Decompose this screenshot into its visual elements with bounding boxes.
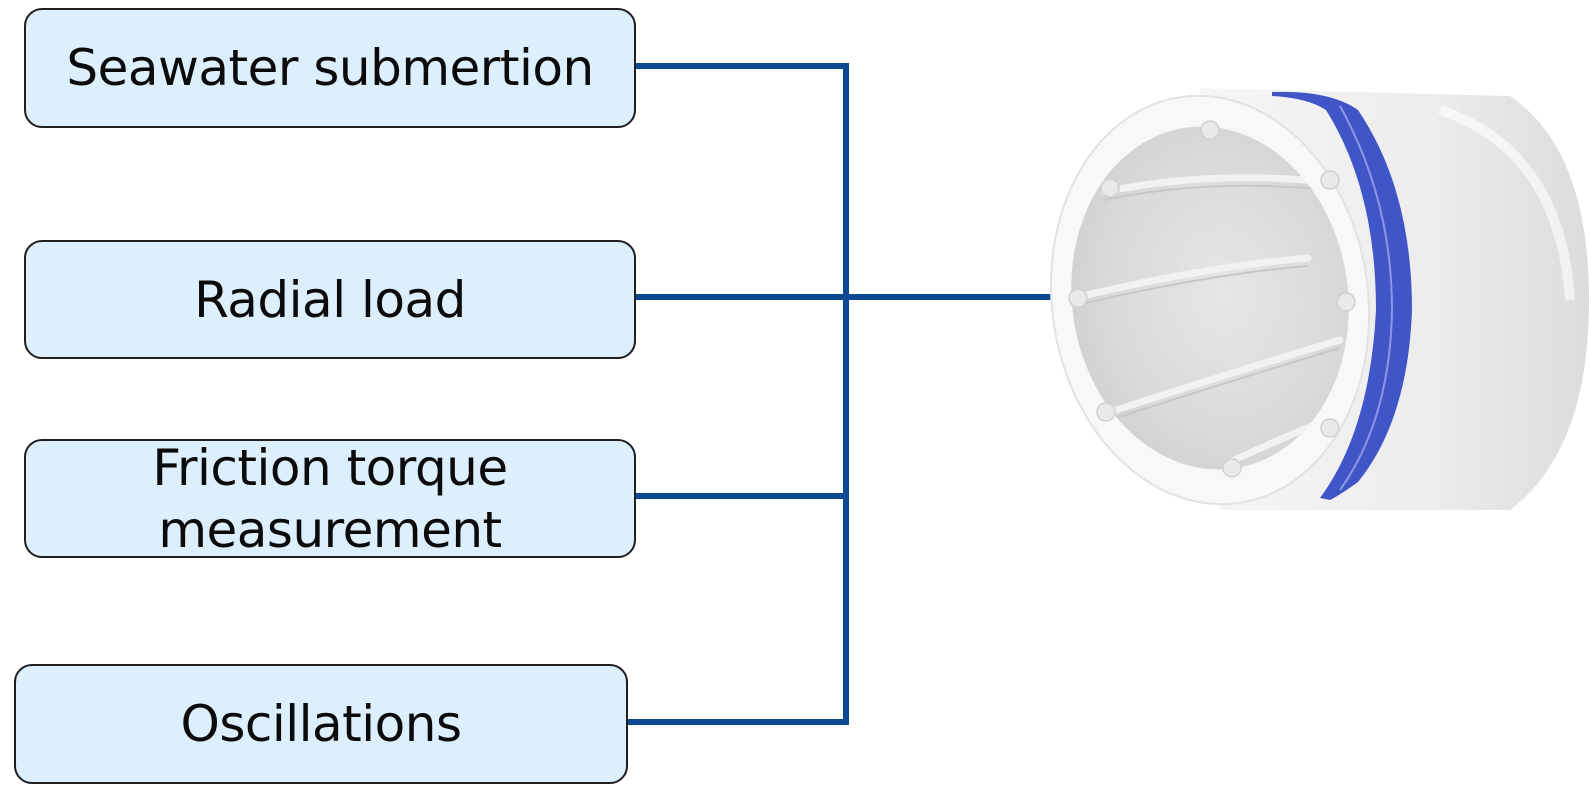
box-label: Friction torque measurement — [152, 438, 508, 559]
connector-seawater-submertion — [636, 63, 849, 496]
bushing-bore — [1071, 126, 1349, 470]
box-label: Oscillations — [180, 695, 462, 753]
connector-oscillations — [628, 496, 849, 725]
box-oscillations: Oscillations — [14, 664, 628, 784]
box-radial-load: Radial load — [24, 240, 636, 359]
box-friction-torque-measurement: Friction torque measurement — [24, 438, 636, 559]
box-seawater-submertion: Seawater submertion — [24, 8, 636, 128]
box-label: Seawater submertion — [66, 39, 594, 97]
bearing-bushing-image — [1049, 88, 1589, 510]
box-label: Radial load — [194, 270, 466, 329]
